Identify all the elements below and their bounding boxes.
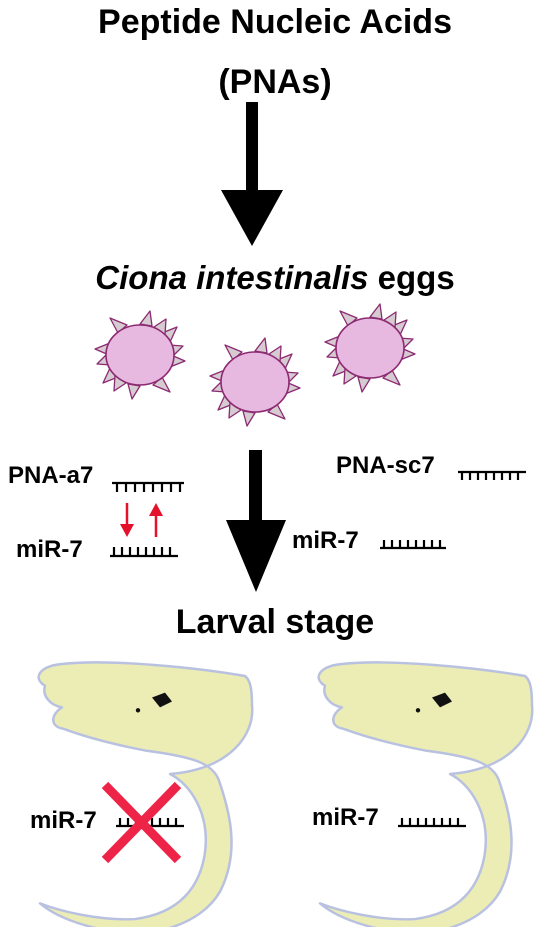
cross-icon — [101, 781, 182, 864]
larva-icon — [317, 661, 534, 927]
mir7-right-label: miR-7 — [292, 527, 359, 554]
mir7-left-larva-label: miR-7 — [30, 807, 97, 834]
egg-icon — [209, 337, 301, 427]
oligo-strand-icon — [380, 540, 446, 550]
egg-icon — [324, 303, 416, 393]
eggs-heading: Ciona intestinalis eggs — [0, 258, 550, 298]
down-arrow-icon — [221, 102, 283, 246]
oligo-strand-icon — [398, 818, 466, 828]
eggs-suffix: eggs — [368, 259, 455, 296]
oligo-strand-icon — [110, 547, 178, 558]
larva-icon — [37, 661, 254, 927]
pna-sc7-label: PNA-sc7 — [336, 452, 435, 479]
pna-a7-label: PNA-a7 — [8, 462, 94, 489]
oligo-strand-icon — [112, 481, 184, 492]
down-arrow-icon — [226, 450, 286, 592]
red-down-arrow-icon — [120, 503, 134, 537]
species-name: Ciona intestinalis — [95, 259, 369, 296]
red-up-arrow-icon — [149, 503, 163, 537]
egg-icon — [94, 310, 186, 400]
oligo-strand-icon — [458, 470, 526, 480]
mir7-right-larva-label: miR-7 — [312, 804, 379, 831]
larval-stage-heading: Larval stage — [175, 603, 375, 641]
title-line-1: Peptide Nucleic Acids — [98, 3, 452, 41]
mir7-left-label: miR-7 — [16, 536, 83, 563]
title-line-2: (PNAs) — [218, 63, 332, 101]
